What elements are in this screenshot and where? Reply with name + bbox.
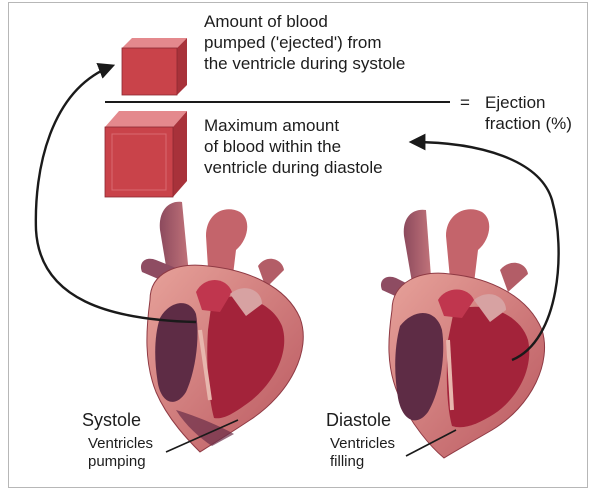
diastole-heart-illustration [381, 209, 545, 458]
result-line-2: fraction (%) [485, 114, 572, 134]
diastole-title: Diastole [326, 410, 391, 430]
systole-title: Systole [82, 410, 141, 430]
numerator-line-3: the ventricle during systole [204, 54, 405, 74]
systole-caption-line-2: pumping [88, 453, 146, 471]
systole-heart-illustration [141, 202, 303, 452]
equals-sign: = [460, 93, 470, 113]
denominator-line-1: Maximum amount [204, 116, 339, 136]
denominator-line-2: of blood within the [204, 137, 341, 157]
diastole-caption-line-1: Ventricles [330, 435, 395, 453]
result-line-1: Ejection [485, 93, 545, 113]
large-cube-icon [105, 111, 187, 197]
systole-caption-line-1: Ventricles [88, 435, 153, 453]
diastole-caption-line-2: filling [330, 453, 364, 471]
small-cube-icon [122, 38, 187, 95]
numerator-line-1: Amount of blood [204, 12, 328, 32]
denominator-line-3: ventricle during diastole [204, 158, 383, 178]
numerator-line-2: pumped ('ejected') from [204, 33, 382, 53]
